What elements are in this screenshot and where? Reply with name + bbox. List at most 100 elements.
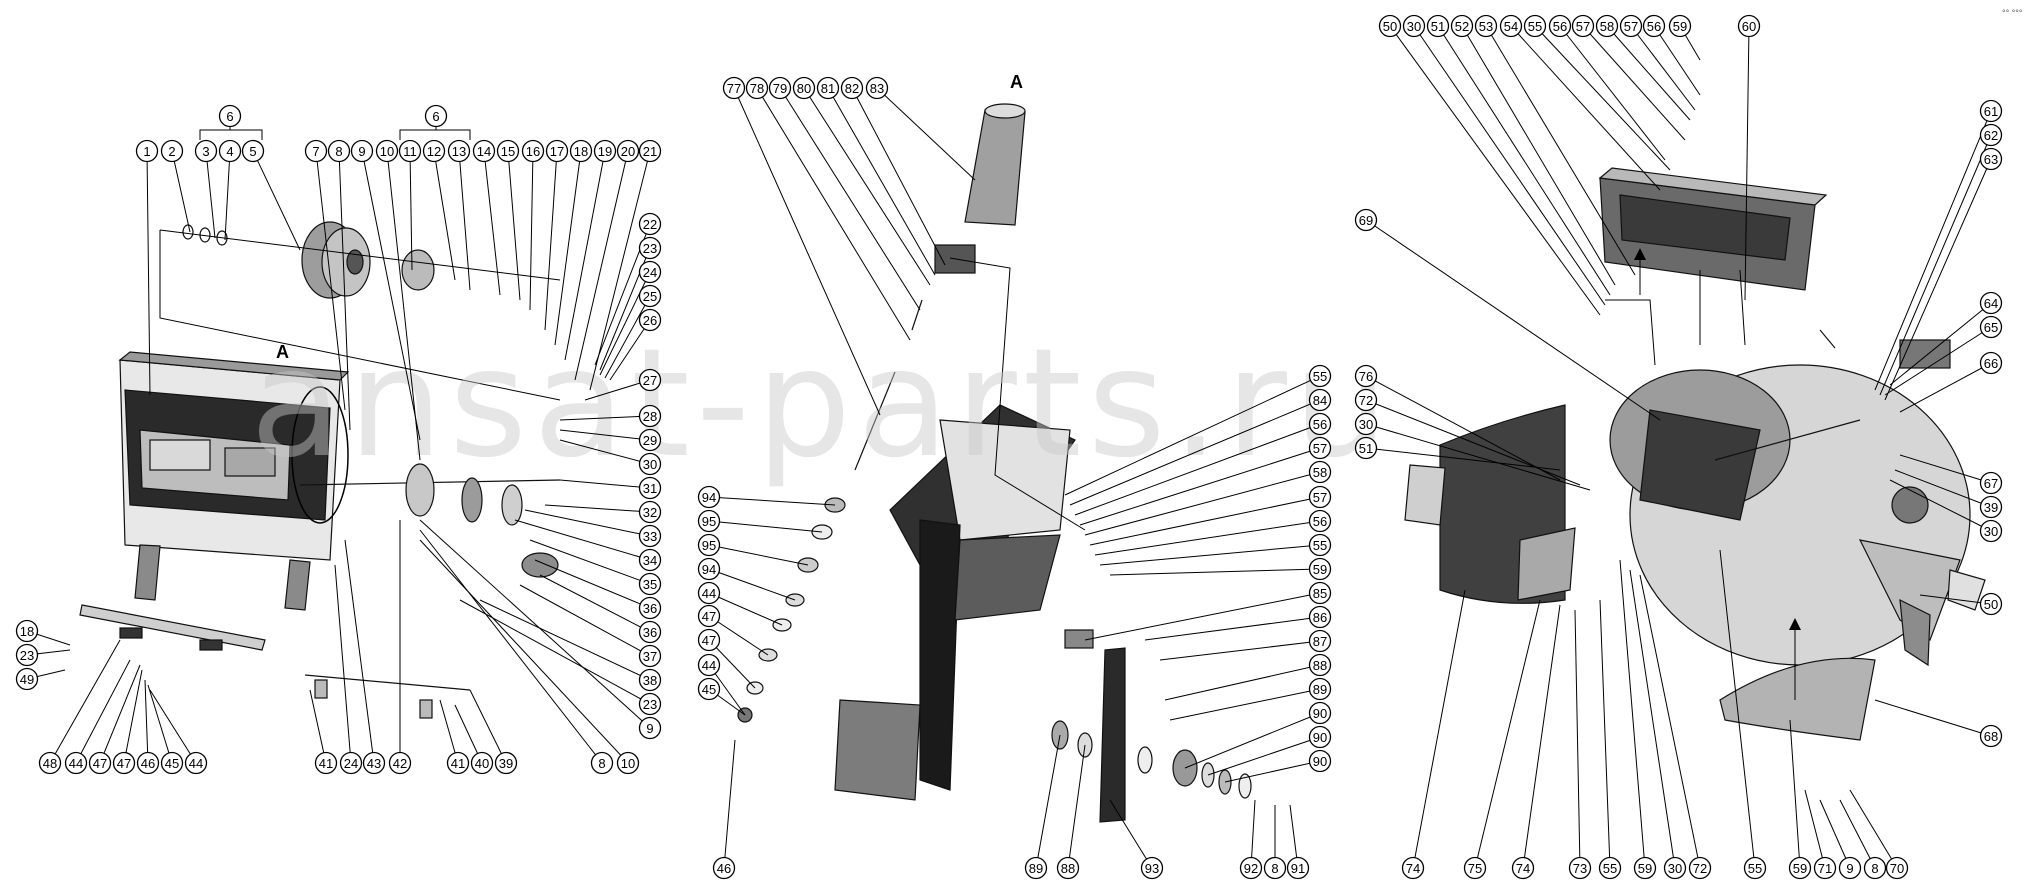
callout-middle-90: 90 [1308, 749, 1332, 773]
callout-left-3: 3 [194, 139, 218, 163]
callout-circle [697, 628, 721, 652]
callout-circle [638, 236, 662, 260]
callout-circle [697, 581, 721, 605]
callout-number: 41 [451, 756, 465, 771]
callout-circle [1619, 14, 1643, 38]
callout-circle [1308, 460, 1332, 484]
callout-leader-left-36 [534, 559, 651, 609]
callout-middle-88: 88 [1056, 856, 1080, 880]
callout-middle-95: 95 [697, 533, 721, 557]
callout-number: 44 [702, 586, 716, 601]
callout-circle [64, 751, 88, 775]
callout-circle [792, 76, 816, 100]
callout-number: 35 [643, 577, 657, 592]
callout-number: 59 [1793, 861, 1807, 876]
callout-leader-middle-78 [756, 87, 911, 341]
callout-circle [314, 751, 338, 775]
callout-circle [1263, 856, 1287, 880]
callout-circle [1979, 291, 2003, 315]
callout-circle [496, 139, 520, 163]
callout-circle [1402, 14, 1426, 38]
callout-leader-left-1 [146, 150, 151, 396]
callout-number: 36 [643, 601, 657, 616]
callout-circle [194, 139, 218, 163]
callout-circle [1308, 701, 1332, 725]
callout-number: 50 [1383, 19, 1397, 34]
callout-circle [616, 751, 640, 775]
callout-circle [1463, 856, 1487, 880]
callout-number: 85 [1313, 586, 1327, 601]
right-assembly [1404, 167, 1986, 741]
callout-leader-middle-90 [1184, 712, 1321, 769]
callout-leader-right-53 [1485, 25, 1636, 276]
callout-left-32: 32 [638, 500, 662, 524]
callout-left-23: 23 [638, 692, 662, 716]
callout-circle [1511, 856, 1535, 880]
callout-left-11: 11 [398, 139, 422, 163]
callout-circle [339, 751, 363, 775]
callout-number: 55 [1603, 861, 1617, 876]
callout-middle-58: 58 [1308, 460, 1332, 484]
callout-number: 92 [1244, 861, 1258, 876]
callout-left-17: 17 [545, 139, 569, 163]
callout-number: 57 [1313, 490, 1327, 505]
callout-circle [15, 667, 39, 691]
callout-circle [697, 509, 721, 533]
callout-leader-left-7 [315, 150, 346, 411]
callout-leader-left-35 [529, 539, 651, 585]
callout-number: 47 [702, 633, 716, 648]
callout-number: 53 [1479, 19, 1493, 34]
callout-right-57: 57 [1619, 14, 1643, 38]
callout-circle [638, 548, 662, 572]
callout-middle-89: 89 [1024, 856, 1048, 880]
callout-leader-middle-80 [803, 87, 931, 286]
callout-right-56: 56 [1548, 14, 1572, 38]
callout-left-4: 4 [218, 139, 242, 163]
callout-leader-left-3 [205, 150, 216, 239]
callout-middle-55: 55 [1308, 533, 1332, 557]
callout-leader-middle-47 [708, 615, 769, 656]
callout-leader-middle-46 [723, 739, 736, 869]
callout-circle [590, 751, 614, 775]
callout-leader-left-9 [361, 150, 421, 441]
callout-circle [638, 139, 662, 163]
callout-circle [1979, 315, 2003, 339]
callout-circle [362, 751, 386, 775]
callout-leader-right-74 [1412, 589, 1466, 869]
callout-leader-left-20 [574, 150, 629, 381]
callout-number: 89 [1029, 861, 1043, 876]
callout-leader-right-64 [1889, 302, 1992, 386]
left-assembly [79, 221, 561, 719]
callout-middle-86: 86 [1308, 605, 1332, 629]
callout-circle [1024, 856, 1048, 880]
callout-circle [1663, 856, 1687, 880]
callout-number: 30 [1407, 19, 1421, 34]
callout-leader-left-28 [559, 415, 651, 421]
callout-circle [697, 485, 721, 509]
callout-circle [494, 751, 518, 775]
watermark: ansat-parts.ru [250, 317, 1394, 491]
callout-middle-95: 95 [697, 509, 721, 533]
callout-number: 57 [1624, 19, 1638, 34]
callout-middle-44: 44 [697, 653, 721, 677]
callout-left-7: 7 [304, 139, 328, 163]
callout-number: 21 [643, 144, 657, 159]
callout-circle [1140, 856, 1164, 880]
callout-number: 52 [1455, 19, 1469, 34]
callout-leader-right-51 [1437, 25, 1611, 296]
callout-right-61: 61 [1979, 99, 2003, 123]
callout-circle [1568, 856, 1592, 880]
callout-circle [1426, 14, 1450, 38]
callout-left-1: 1 [135, 139, 159, 163]
callout-number: 58 [1600, 19, 1614, 34]
callout-circle [1571, 14, 1595, 38]
callout-circle [1838, 856, 1862, 880]
callout-circle [638, 572, 662, 596]
callout-circle [241, 139, 265, 163]
callout-circle [616, 139, 640, 163]
callout-circle [1308, 533, 1332, 557]
callout-leaders [26, 25, 1992, 869]
callout-left-28: 28 [638, 404, 662, 428]
callout-middle-80: 80 [792, 76, 816, 100]
callout-leader-left-15 [507, 150, 521, 301]
